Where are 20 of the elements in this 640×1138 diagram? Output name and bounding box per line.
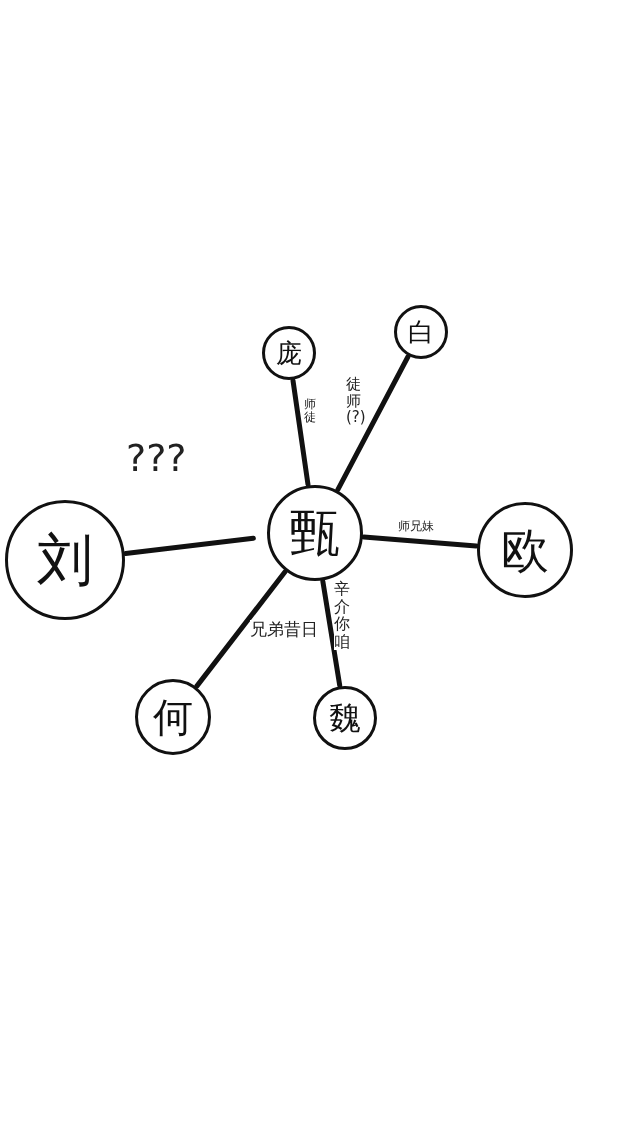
edge-label: 辛介你咱 (334, 580, 350, 651)
name-text: 魏 (329, 702, 361, 734)
person-circle (313, 686, 377, 750)
connector-line (361, 534, 479, 549)
connector-line (335, 354, 411, 493)
person-circle (262, 326, 316, 380)
person-circle (394, 305, 448, 359)
name-text: 欧 (501, 526, 549, 574)
name-text: 甄 (290, 508, 340, 558)
name-text: 何 (153, 697, 193, 737)
name-text: 庞 (276, 340, 302, 366)
connector-line (194, 569, 288, 689)
name-text: 白 (408, 319, 434, 345)
edge-label: 师徒 (304, 398, 316, 425)
edge-label: 师兄妹 (398, 520, 434, 534)
edge-label: 兄弟昔日 (250, 620, 318, 639)
connector-line (123, 535, 256, 556)
connector-line (320, 578, 343, 688)
name-text: 刘 (37, 532, 93, 588)
connector-line (290, 378, 311, 487)
